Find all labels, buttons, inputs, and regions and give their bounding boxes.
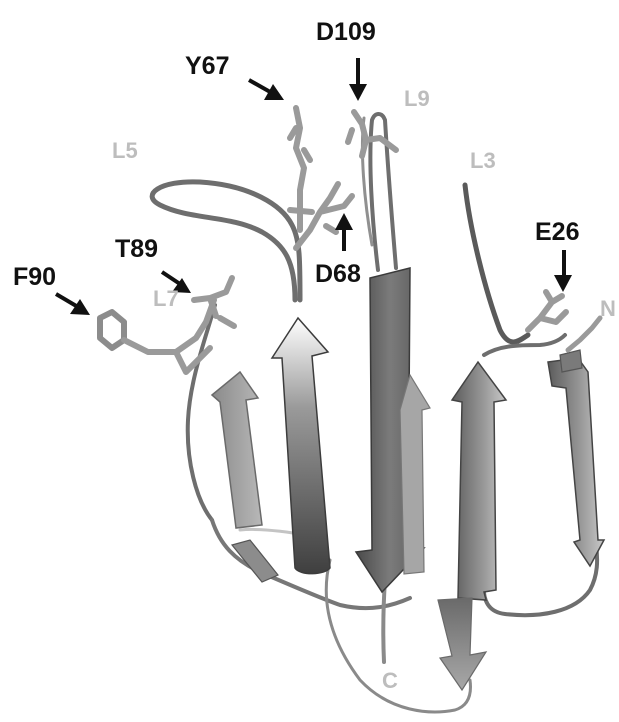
label-y67: Y67 bbox=[185, 52, 229, 80]
label-d109: D109 bbox=[316, 18, 376, 46]
f90-ring bbox=[100, 312, 124, 348]
label-l3: L3 bbox=[470, 148, 496, 173]
arrow-f90 bbox=[56, 294, 90, 315]
e26-side-chain bbox=[528, 292, 566, 330]
pointer-arrows bbox=[56, 58, 572, 315]
label-t89: T89 bbox=[115, 235, 158, 263]
label-l5: L5 bbox=[112, 138, 138, 163]
label-l9: L9 bbox=[404, 86, 430, 111]
beta-strands bbox=[212, 268, 604, 690]
label-n-terminus: N bbox=[600, 296, 616, 321]
strand-right bbox=[548, 358, 604, 566]
n-terminal-chain bbox=[568, 318, 600, 350]
coil-c-terminus bbox=[383, 580, 385, 662]
coil-bottom-right bbox=[484, 545, 597, 615]
label-d68: D68 bbox=[315, 260, 361, 288]
strand-center-back bbox=[400, 375, 430, 574]
strand-center-left bbox=[272, 318, 330, 574]
label-f90: F90 bbox=[13, 263, 56, 291]
label-c-terminus: C bbox=[382, 668, 398, 693]
label-l7: L7 bbox=[153, 286, 179, 311]
strand-lower bbox=[438, 598, 486, 690]
strand-right-center bbox=[452, 362, 506, 600]
coil-l3 bbox=[465, 185, 528, 342]
arrow-e26 bbox=[554, 250, 572, 292]
side-chains bbox=[100, 108, 600, 372]
coil-l7 bbox=[188, 305, 215, 520]
arrow-y67 bbox=[249, 80, 284, 100]
strand-left bbox=[212, 372, 262, 528]
arrow-d109 bbox=[349, 58, 367, 101]
ribbon-twist-right bbox=[560, 350, 582, 372]
label-e26: E26 bbox=[535, 218, 579, 246]
